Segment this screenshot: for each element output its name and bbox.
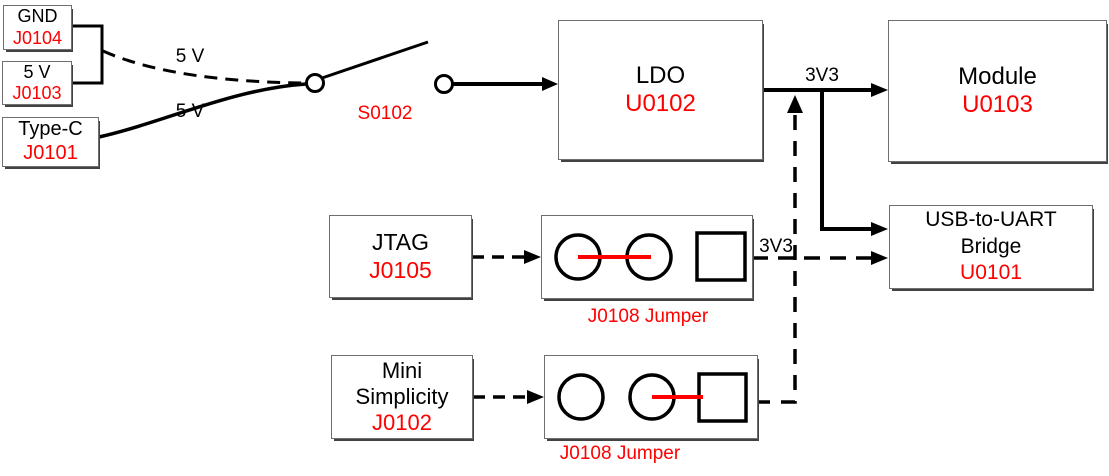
block-gnd-j0104: GND J0104 [3,5,72,50]
block-mini-label-line2: Simplicity [355,384,449,410]
block-5v-j0103: 5 V J0103 [2,61,72,105]
block-gnd-label: GND [17,6,58,27]
label-5v-dashed-wire: 5 V [175,46,205,67]
block-jtag-label: JTAG [371,229,430,256]
block-jumper2-j0108 [544,355,758,439]
wire-3v3-branch-to-usb-uart [820,90,872,231]
label-3v3-rail: 3V3 [805,65,839,86]
block-module-u0103: Module U0103 [888,20,1107,162]
block-typec-j0101: Type-C J0101 [2,117,99,167]
block-ldo-ref: U0102 [625,90,696,117]
block-usb-uart-u0101: USB-to-UART Bridge U0101 [889,205,1093,289]
block-5v-label: 5 V [23,61,51,82]
arrowhead-up-into-3v3-rail [787,95,803,113]
block-typec-ref: J0101 [23,142,78,164]
arrowhead-dashed-into-usb-uart [871,251,888,265]
block-usb-uart-ref: U0101 [960,261,1022,285]
arrowhead-into-module [871,83,888,97]
label-switch-s0102: S0102 [357,103,413,124]
gnd-5v-bracket-wire [72,24,104,85]
block-5v-ref: J0103 [12,83,62,103]
label-3v3-jumper-wire: 3V3 [759,236,793,257]
arrowhead-into-ldo [542,77,558,91]
arrowhead-into-jumper1 [524,250,541,264]
block-ldo-u0102: LDO U0102 [558,20,763,160]
block-usb-uart-label-line2: Bridge [960,234,1022,258]
switch-throw-circle [434,74,454,94]
block-jtag-ref: J0105 [369,256,432,283]
switch-pole-circle [305,73,325,93]
block-mini-simplicity-j0102: Mini Simplicity J0102 [331,355,473,439]
block-module-ref: U0103 [962,91,1033,118]
block-module-label: Module [958,62,1037,90]
switch-lever [321,40,429,80]
label-jumper1-caption: J0108 Jumper [587,306,709,327]
block-jtag-j0105: JTAG J0105 [329,215,472,298]
block-ldo-label: LDO [635,61,686,89]
block-mini-ref: J0102 [372,409,432,435]
block-jumper1-j0108 [541,215,753,299]
block-usb-uart-label-line1: USB-to-UART [925,207,1057,231]
block-typec-label: Type-C [18,118,83,141]
arrowhead-3v3-into-usb-uart [871,222,888,236]
block-mini-label-line1: Mini [381,358,423,384]
label-jumper2-caption: J0108 Jumper [559,443,681,464]
label-5v-solid-wire: 5 V [175,101,205,122]
block-gnd-ref: J0104 [12,27,63,48]
arrowhead-into-jumper2 [527,390,544,404]
